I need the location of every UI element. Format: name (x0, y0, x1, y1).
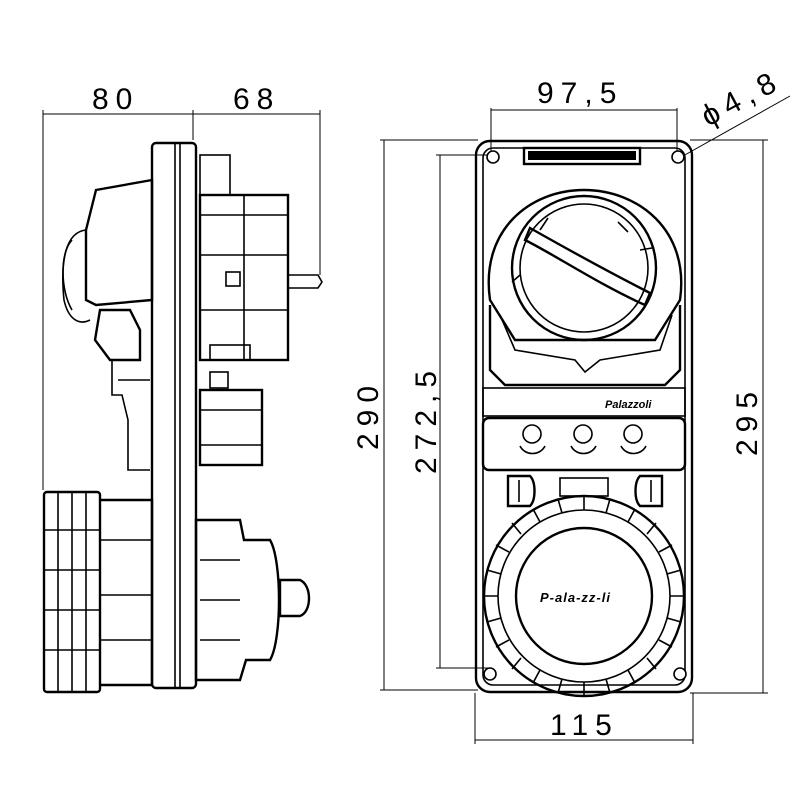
switch-frame (488, 305, 682, 387)
switch-shaft (288, 274, 323, 289)
brand-label: Palazzoli (605, 399, 652, 411)
corner-screw-icon-tl (486, 150, 500, 164)
latch-left (506, 474, 536, 508)
terminal-screw (225, 271, 241, 287)
switch-dial-outer (510, 194, 658, 342)
front-view: 97,5 ϕ4,8 290 272,5 295 115 (352, 63, 791, 744)
interlock-link (111, 360, 150, 471)
switch-knob-detail (62, 239, 73, 311)
socket-hinge (559, 477, 609, 497)
socket-cap (514, 526, 654, 666)
dimension-295: 295 (731, 385, 764, 456)
label-window (522, 146, 642, 166)
switch-dial-ticks (511, 217, 653, 283)
socket-body-rear (100, 498, 154, 687)
indicator-lamp-icon-3 (623, 424, 643, 444)
dimension-290: 290 (352, 379, 385, 450)
socket-brand-label: P-ala-zz-li (540, 590, 611, 605)
top-clip (199, 154, 231, 196)
switch-interlock-shape (499, 314, 673, 374)
corner-screw-icon-tr (671, 150, 685, 164)
dimension-115: 115 (550, 709, 619, 742)
corner-screw-icon-br (673, 667, 687, 681)
dimension-272-5: 272,5 (410, 364, 443, 474)
brand-band (482, 387, 686, 417)
indicator-panel (481, 416, 687, 472)
indicator-lamp-icon-2 (573, 424, 593, 444)
switch-guard (487, 188, 683, 342)
side-view: 80 68 (42, 83, 323, 694)
latch-right (634, 474, 664, 508)
interlock-lever (93, 308, 142, 362)
connector-screw (209, 371, 229, 389)
label-window-fill (528, 151, 636, 160)
indicator-lamp-icon-1 (522, 424, 542, 444)
dimension-80: 80 (92, 83, 139, 116)
indicator-lamp-shadows (519, 445, 647, 455)
hole-leader-line (682, 95, 791, 157)
dimension-68: 68 (233, 83, 280, 116)
switch-handle (523, 226, 652, 307)
bottom-clip (209, 344, 251, 361)
corner-screw-icon-bl (483, 667, 497, 681)
dimension-97-5: 97,5 (537, 77, 623, 110)
connector-block (198, 388, 264, 467)
switch-dial-inner (519, 203, 649, 333)
mounting-flange (150, 141, 198, 690)
switch-knob-rear (62, 229, 91, 323)
switch-housing-rear (84, 178, 154, 307)
socket-ring-ribs (484, 496, 684, 696)
socket-plug-pin (278, 578, 311, 618)
